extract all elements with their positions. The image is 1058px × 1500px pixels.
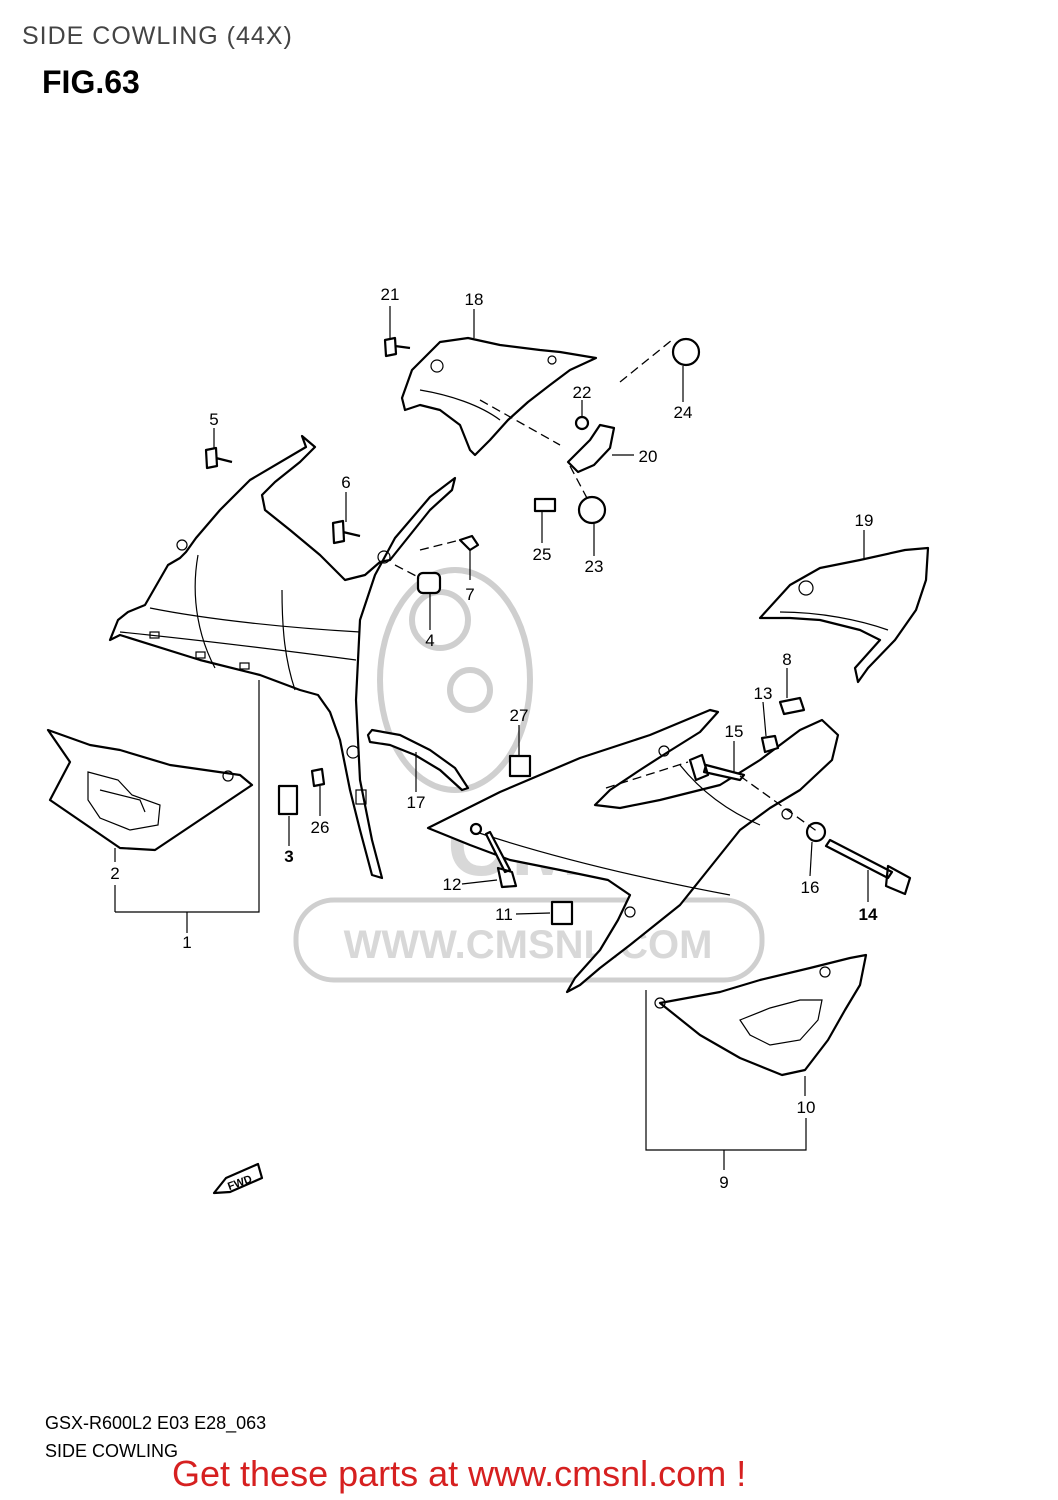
callout-22: 22 (573, 383, 592, 402)
model-code: GSX-R600L2 E03 E28_063 (45, 1413, 267, 1433)
callout-12: 12 (443, 875, 462, 894)
callout-5: 5 (209, 410, 218, 429)
screw-12 (484, 830, 518, 889)
callout-20: 20 (639, 447, 658, 466)
nut-13 (760, 734, 780, 754)
cushion-25 (533, 497, 557, 513)
washer-12 (469, 822, 483, 836)
callout-14: 14 (859, 905, 878, 924)
trim-rail (366, 728, 470, 792)
nut-7 (458, 534, 480, 552)
callout-3: 3 (284, 847, 293, 866)
watermark-url: WWW.CMSNL.COM (344, 923, 713, 967)
callout-26: 26 (311, 818, 330, 837)
screw-22 (574, 415, 590, 431)
watermark-mascot-eye (447, 667, 493, 713)
watermark-mascot (377, 567, 533, 793)
grommet-23 (577, 495, 607, 525)
bolt-14 (824, 838, 912, 896)
callout-21: 21 (381, 285, 400, 304)
callout-24: 24 (674, 403, 693, 422)
callout-10: 10 (797, 1098, 816, 1117)
callout-25: 25 (533, 545, 552, 564)
leader-lines (114, 306, 869, 1170)
callout-9: 9 (719, 1173, 728, 1192)
promo-link[interactable]: Get these parts at www.cmsnl.com ! (172, 1453, 747, 1494)
callout-8: 8 (782, 650, 791, 669)
figure-number: FIG.63 (42, 64, 140, 100)
screw-6 (331, 519, 361, 545)
callout-7: 7 (465, 585, 474, 604)
screw-21 (383, 336, 411, 358)
screw-26 (310, 767, 326, 788)
bolt-15 (688, 753, 746, 782)
side-cowling-left (108, 434, 457, 880)
decal-right (654, 953, 868, 1077)
watermark-mascot-eye (409, 589, 471, 651)
section-name: SIDE COWLING (45, 1441, 179, 1461)
callout-23: 23 (585, 557, 604, 576)
clip-3 (277, 784, 299, 816)
callout-11: 11 (495, 905, 513, 924)
grommet-4 (416, 571, 442, 595)
clip-11 (550, 900, 574, 926)
callout-4: 4 (425, 631, 434, 650)
bracket (566, 423, 616, 474)
lower-cowling-right (426, 708, 840, 994)
callout-17: 17 (407, 793, 426, 812)
callout-19: 19 (855, 511, 874, 530)
screw-5 (204, 446, 233, 470)
cushion-8 (778, 696, 806, 716)
inner-panel-upper (400, 336, 598, 457)
inner-panel-right (758, 546, 930, 684)
decal-left (46, 728, 254, 852)
callouts: 1 2 3 4 5 6 7 8 9 10 11 12 13 14 15 16 1… (110, 285, 878, 1192)
callout-16: 16 (801, 878, 820, 897)
callout-13: 13 (754, 684, 773, 703)
nut-24 (671, 337, 701, 367)
callout-2: 2 (110, 864, 119, 883)
page-title: SIDE COWLING (44X) (22, 22, 293, 50)
hardware (204, 336, 912, 926)
callout-1: 1 (182, 933, 191, 952)
cushion-27 (508, 754, 532, 778)
callout-18: 18 (465, 290, 484, 309)
watermark-url-box (293, 897, 765, 983)
fwd-arrow-icon: FWD (212, 1162, 264, 1195)
callout-27: 27 (510, 706, 529, 725)
callout-15: 15 (725, 722, 744, 741)
callout-6: 6 (341, 473, 350, 492)
